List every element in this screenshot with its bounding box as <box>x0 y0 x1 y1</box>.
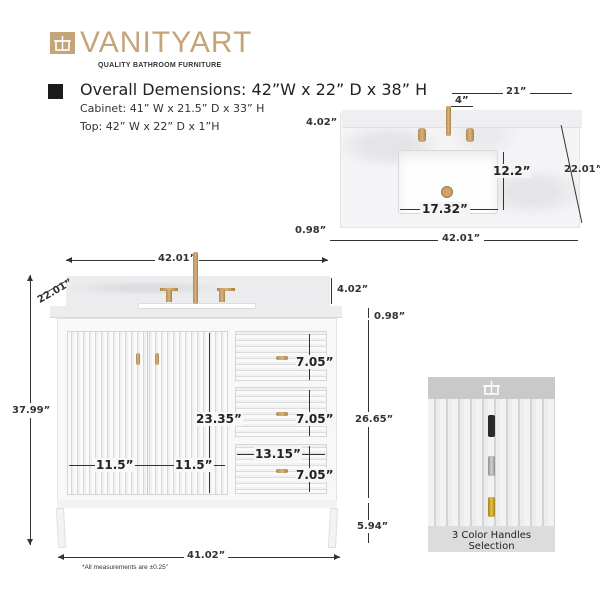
dimension-line <box>331 278 332 304</box>
label-door-height: 23.35” <box>195 412 243 426</box>
dimension-line <box>503 152 504 210</box>
label-drawer-3-height: 7.05” <box>296 468 334 482</box>
label-front-width: 42.01” <box>155 253 200 264</box>
cabinet-apron <box>57 500 337 508</box>
faucet-left-handle-icon <box>418 128 426 142</box>
door-handle-right-icon <box>155 353 159 365</box>
door-handle-left-icon <box>136 353 140 365</box>
brand-name: VANITYART <box>80 26 253 59</box>
faucet-right-base-icon <box>219 290 225 302</box>
faucet-left-handle-icon <box>160 288 178 291</box>
brand-mark-icon <box>483 381 500 395</box>
label-faucet-offset-21: 21” <box>503 86 530 97</box>
arrow-up-icon <box>27 275 33 281</box>
faucet-spout-icon <box>446 106 451 136</box>
gold-handle-icon <box>488 497 495 517</box>
label-drawer-1-height: 7.05” <box>296 355 334 369</box>
label-sink-width: 17.32” <box>420 202 470 216</box>
front-backsplash <box>66 276 330 306</box>
faucet-right-handle-icon <box>466 128 474 142</box>
label-drawer-2-height: 7.05” <box>296 412 334 426</box>
label-front-backsplash: 4.02” <box>337 284 369 295</box>
label-total-height: 37.99” <box>12 403 51 418</box>
label-depth-22-01: 22.01” <box>564 164 600 175</box>
label-front-thickness: 0.98” <box>374 311 406 322</box>
dimension-line <box>368 320 369 498</box>
arrow-right-icon <box>334 554 340 560</box>
drain-icon <box>441 186 453 198</box>
label-top-width: 42.01” <box>438 233 485 244</box>
label-door-width-right: 11.5” <box>174 458 214 472</box>
arrow-left-icon <box>66 257 72 263</box>
dimension-line <box>368 308 369 318</box>
label-cabinet-height: 26.65” <box>355 412 394 427</box>
door-divider <box>147 331 148 495</box>
label-thickness-0-98: 0.98” <box>295 225 327 236</box>
faucet-left-base-icon <box>166 290 172 302</box>
front-countertop <box>50 306 342 318</box>
overall-dimensions-title: Overall Demensions: 42”W x 22” D x 38” H <box>80 80 428 99</box>
dimension-line <box>69 465 225 466</box>
top-dimensions: Top: 42” W x 22” D x 1”H <box>80 120 220 133</box>
label-sink-depth: 12.2” <box>493 164 531 178</box>
brand-tagline: QUALITY BATHROOM FURNITURE <box>98 62 222 69</box>
drawer-handle-icon <box>276 356 288 360</box>
drawer-handle-icon <box>276 469 288 473</box>
cabinet-leg-left <box>55 508 67 548</box>
black-handle-icon <box>488 415 495 437</box>
bullet-square-icon <box>48 84 63 99</box>
label-leg-height: 5.94” <box>357 520 389 533</box>
cabinet-dimensions: Cabinet: 41” W x 21.5” D x 33” H <box>80 102 265 115</box>
label-base-width: 41.02” <box>184 550 229 561</box>
sink-front <box>138 303 256 309</box>
arrow-down-icon <box>27 539 33 545</box>
chrome-handle-icon <box>488 456 495 476</box>
faucet-right-handle-icon <box>217 288 235 291</box>
label-drawer-width: 13.15” <box>254 447 302 461</box>
arrow-right-icon <box>322 257 328 263</box>
faucet-spout-icon <box>193 252 198 304</box>
handle-panel-header <box>428 377 555 399</box>
arrow-left-icon <box>58 554 64 560</box>
dimension-line <box>451 106 473 107</box>
label-door-width-left: 11.5” <box>95 458 135 472</box>
label-faucet-4: 4” <box>455 95 469 106</box>
measurement-footnote: *All measurements are ±0.25” <box>82 564 168 571</box>
label-backsplash-4-02: 4.02” <box>306 117 338 128</box>
cabinet-leg-right <box>327 508 339 548</box>
countertop-backsplash <box>342 110 582 128</box>
drawer-handle-icon <box>276 412 288 416</box>
brand-logo-icon <box>50 32 75 54</box>
handle-selection-caption: 3 Color Handles Selection <box>451 530 532 552</box>
